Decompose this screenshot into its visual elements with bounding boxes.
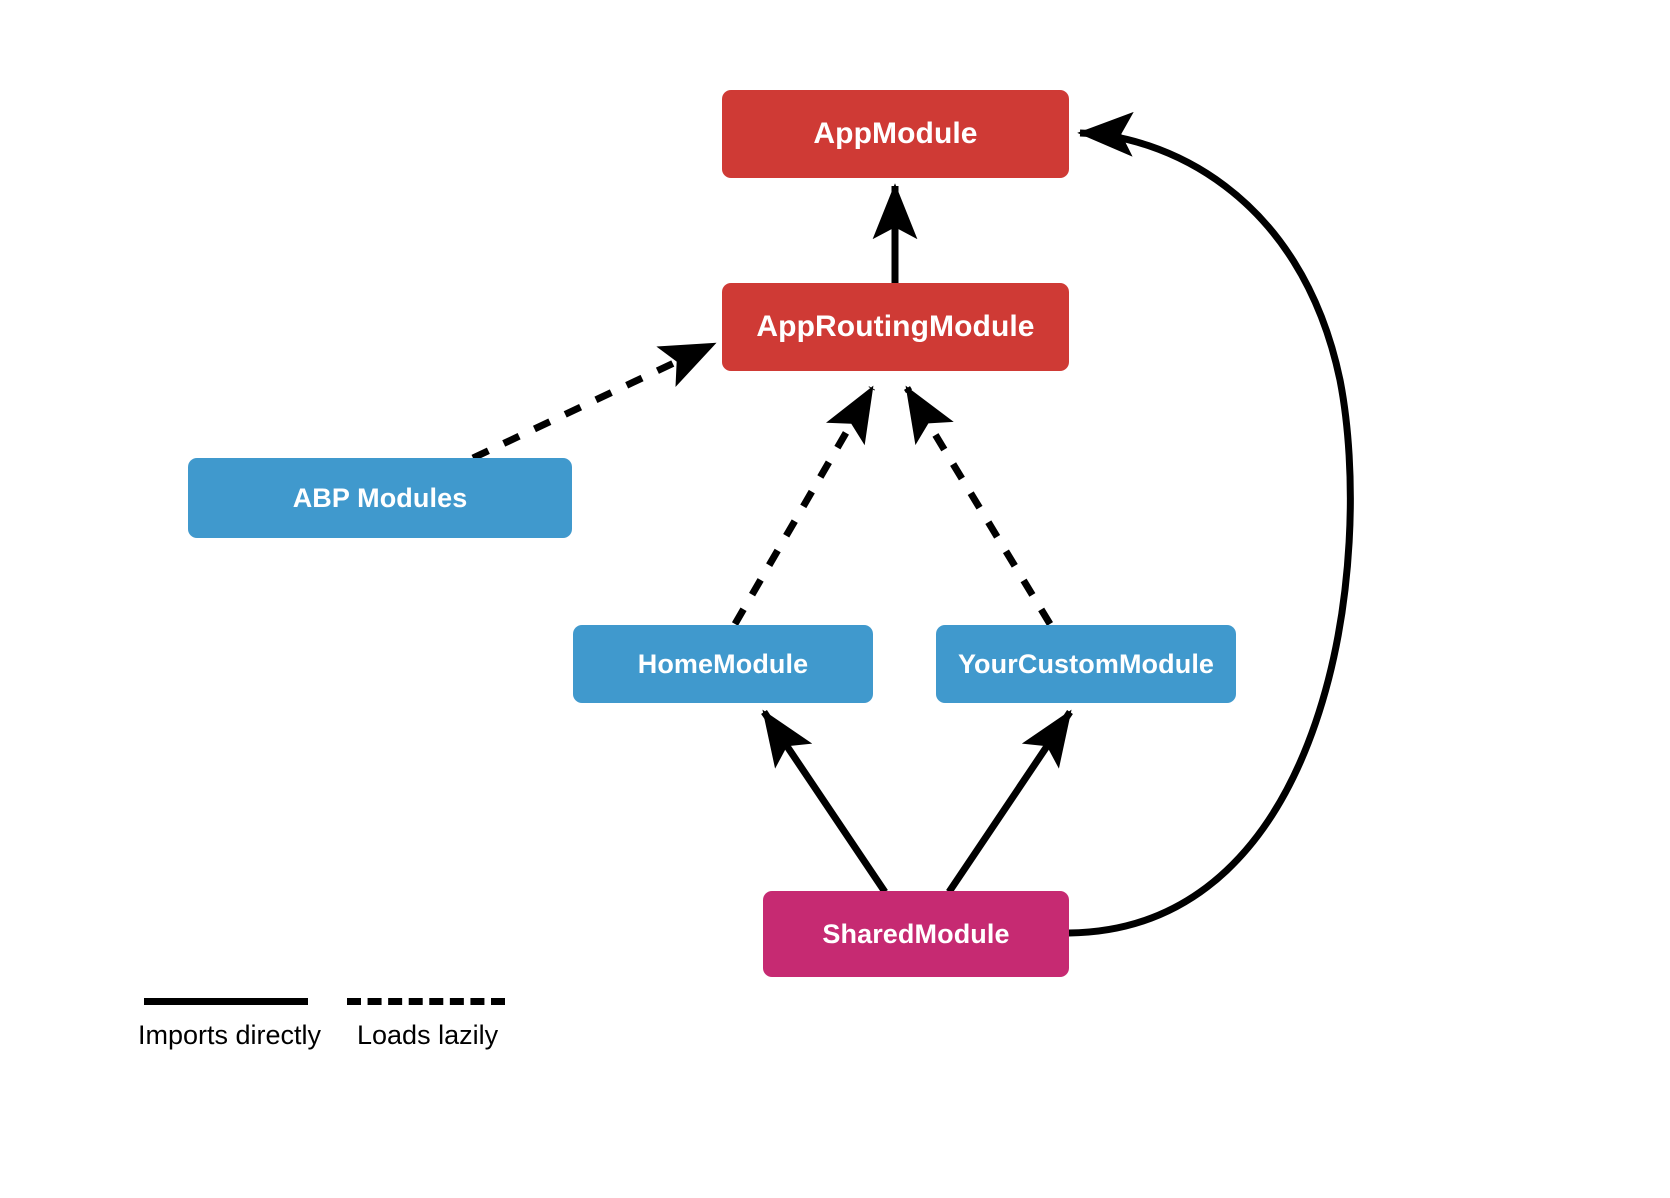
edge-sharedmodule-to-yourcustommodule <box>946 709 1073 894</box>
legend-imports-directly-label: Imports directly <box>138 1020 322 1050</box>
node-label: AppRoutingModule <box>756 310 1035 343</box>
node-home-module[interactable]: HomeModule <box>573 625 873 703</box>
node-label: HomeModule <box>637 648 809 679</box>
node-label: AppModule <box>813 117 978 150</box>
edge-homemodule-to-approuting <box>731 385 876 626</box>
node-label: SharedModule <box>822 918 1010 949</box>
node-your-custom-module[interactable]: YourCustomModule <box>936 625 1236 703</box>
edge-abpmodules-to-approuting <box>471 340 717 462</box>
node-abp-modules[interactable]: ABP Modules <box>188 458 572 538</box>
edge-yourcustommodule-to-approuting <box>904 385 1053 626</box>
edge-sharedmodule-to-appmodule <box>1068 111 1354 937</box>
node-label: ABP Modules <box>292 482 468 513</box>
node-app-module[interactable]: AppModule <box>722 90 1069 178</box>
legend-loads-lazily-label: Loads lazily <box>357 1020 499 1050</box>
legend-loads-lazily-swatch <box>347 998 505 1005</box>
node-label: YourCustomModule <box>957 648 1215 679</box>
legend-imports-directly-swatch <box>144 998 308 1005</box>
node-app-routing-module[interactable]: AppRoutingModule <box>722 283 1069 371</box>
node-shared-module[interactable]: SharedModule <box>763 891 1069 977</box>
edge-sharedmodule-to-homemodule <box>761 709 888 894</box>
